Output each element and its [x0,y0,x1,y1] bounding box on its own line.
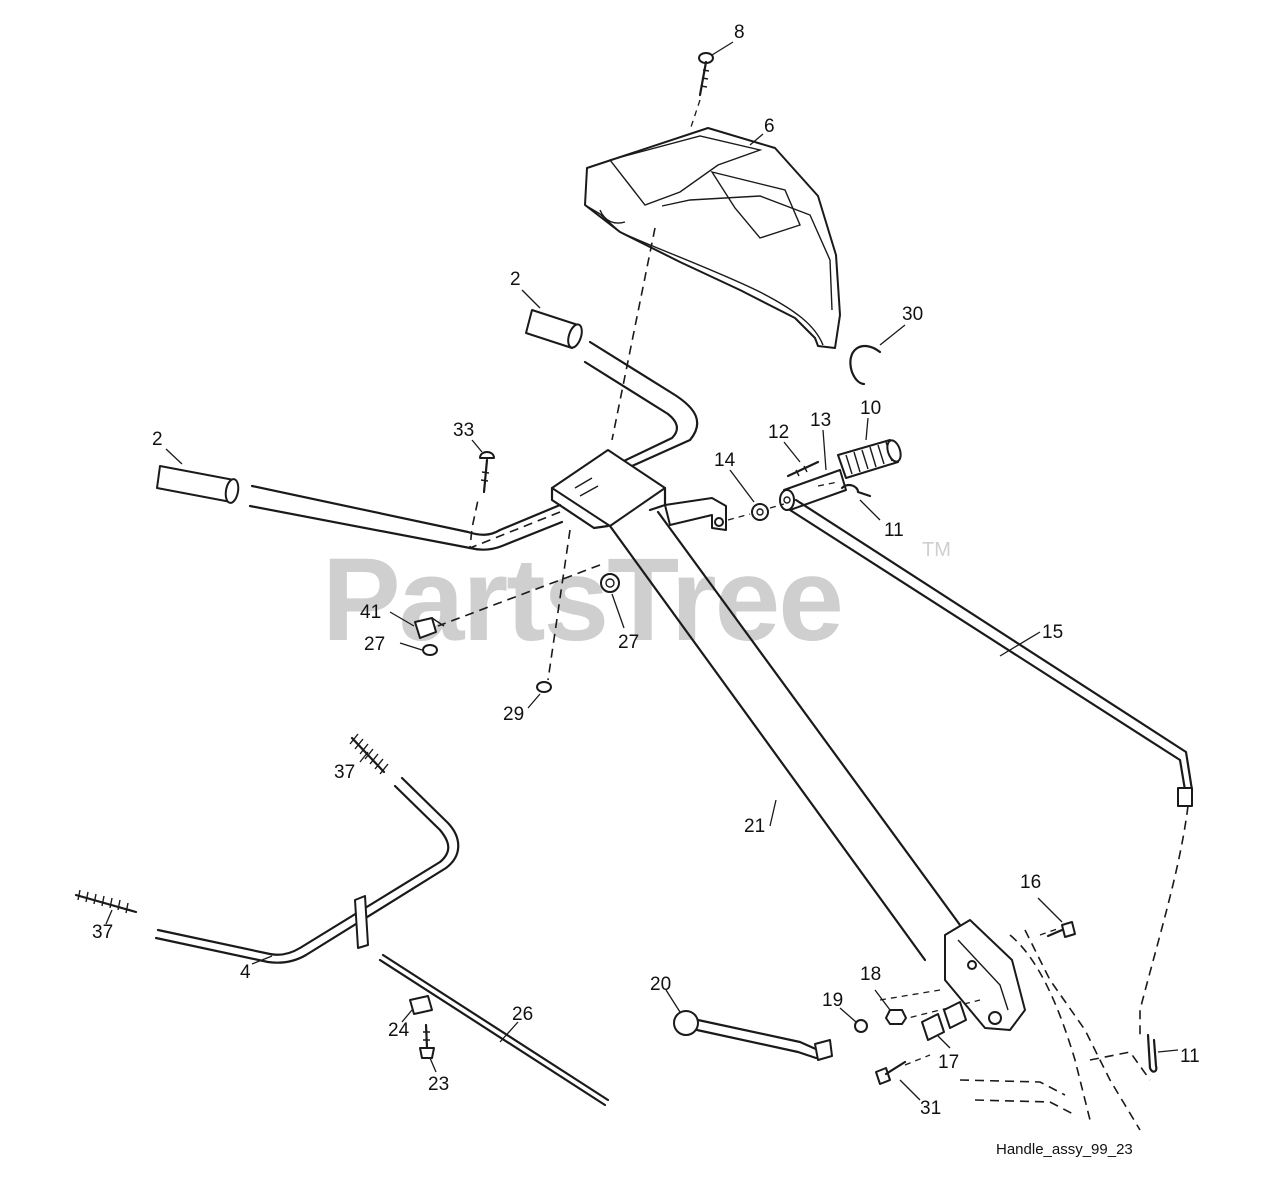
part-nut-27-left[interactable] [422,644,438,656]
part-console-panel[interactable] [584,127,841,349]
part-shift-bracket[interactable] [664,497,727,531]
part-clutch-bail[interactable] [154,776,460,964]
leader-lines [105,41,1179,1101]
callout-10: 10 [860,398,881,419]
part-bracket-17[interactable] [921,1001,967,1041]
callout-16: 16 [1020,872,1041,893]
callout-17: 17 [938,1052,959,1073]
callout-8: 8 [734,22,745,43]
part-bolt-16[interactable] [1046,921,1076,938]
callout-11-upper: 11 [884,520,904,541]
part-spring-lower[interactable] [74,889,138,914]
callout-27-left: 27 [364,634,385,655]
part-knob-10[interactable] [837,439,903,479]
diagram-identifier: Handle_assy_99_23 [996,1141,1133,1158]
part-hairpin-11-upper[interactable] [840,483,872,498]
callout-27-right: 27 [618,632,639,653]
part-lever-20[interactable] [673,1010,833,1061]
callout-30: 30 [902,304,923,325]
callout-6: 6 [764,116,775,137]
part-bolt-31[interactable] [875,1060,907,1085]
part-nut-29[interactable] [536,681,552,693]
assembly-lines [437,99,1189,1131]
callout-11-lower: 11 [1180,1046,1200,1067]
part-snap-ring-30[interactable] [849,344,882,386]
part-screw-8[interactable] [698,52,714,97]
part-nut-27-right[interactable] [600,573,620,593]
callout-41: 41 [360,602,381,623]
callout-20: 20 [650,974,671,995]
callout-2-lower: 2 [152,429,163,450]
callout-14: 14 [714,450,736,471]
part-nut-18[interactable] [885,1009,907,1025]
part-hairpin-11-lower[interactable] [1146,1033,1158,1073]
callout-4: 4 [240,962,251,983]
part-clip-41[interactable] [414,617,445,639]
callout-26: 26 [512,1004,533,1025]
callout-19: 19 [822,990,843,1011]
part-spacer-14[interactable] [751,503,769,521]
watermark-brand: PartsTree [322,534,842,666]
callout-15: 15 [1042,622,1063,643]
part-grip-upper[interactable] [525,309,584,349]
callout-37-upper: 37 [334,762,355,783]
callout-31: 31 [920,1098,941,1119]
callout-12: 12 [768,422,789,443]
part-pin-12[interactable] [786,460,820,478]
part-spring-upper[interactable] [349,733,389,775]
part-clip-24[interactable] [409,995,433,1015]
callout-21: 21 [744,816,765,837]
watermark-trademark: TM [922,539,951,561]
callout-24: 24 [388,1020,410,1041]
part-shift-rod[interactable] [788,498,1194,807]
part-handle-tube[interactable] [550,449,1026,1031]
callout-2-upper: 2 [510,269,521,290]
callout-29: 29 [503,704,524,725]
part-washer-19[interactable] [854,1019,868,1033]
callout-37-lower: 37 [92,922,113,943]
callout-33: 33 [453,420,474,441]
part-cable-26[interactable] [378,953,610,1107]
part-bolt-23[interactable] [419,1023,435,1059]
callout-13: 13 [810,410,831,431]
callout-23: 23 [428,1074,449,1095]
part-shift-lever-head[interactable] [779,469,847,511]
callout-18: 18 [860,964,881,985]
part-bolt-33[interactable] [479,451,495,494]
part-grip-lower[interactable] [156,465,240,504]
callout-labels: 8 6 30 2 2 33 10 12 13 14 11 41 27 27 15… [92,22,1200,1119]
